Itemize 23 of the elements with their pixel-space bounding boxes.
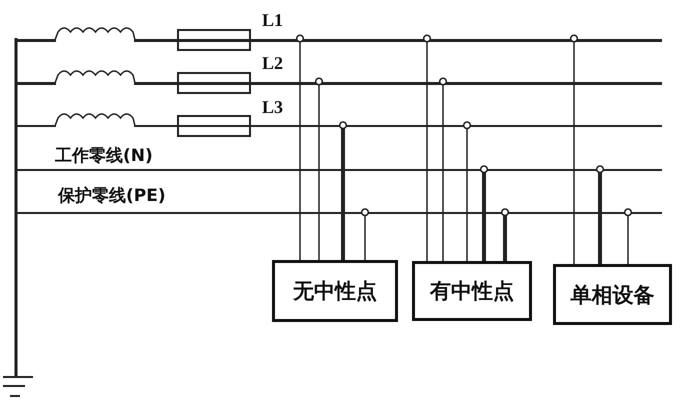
drop-wire bbox=[500, 208, 510, 261]
drop-wire bbox=[422, 34, 432, 261]
drop-wire bbox=[338, 121, 348, 260]
bus-line bbox=[16, 212, 662, 214]
bus-line bbox=[16, 169, 662, 171]
line-label: L1 bbox=[262, 10, 284, 30]
load-box: 有中性点 bbox=[412, 261, 532, 321]
drop-wire bbox=[314, 77, 324, 260]
line-label: L2 bbox=[262, 53, 284, 73]
load-box: 单相设备 bbox=[553, 264, 672, 325]
line-label: L3 bbox=[262, 97, 284, 117]
drop-wire bbox=[624, 208, 632, 264]
drop-wire bbox=[296, 34, 304, 260]
drop-wire bbox=[462, 121, 472, 261]
bus-line bbox=[16, 125, 662, 127]
drop-wire bbox=[570, 34, 578, 264]
line-label: 工作零线(N) bbox=[55, 146, 153, 166]
drop-wire bbox=[596, 165, 604, 264]
drop-wire bbox=[360, 208, 370, 260]
drop-wire bbox=[438, 77, 448, 261]
load-box: 无中性点 bbox=[272, 260, 398, 322]
line-label: 保护零线(PE) bbox=[58, 186, 166, 206]
drop-wire bbox=[480, 165, 488, 261]
